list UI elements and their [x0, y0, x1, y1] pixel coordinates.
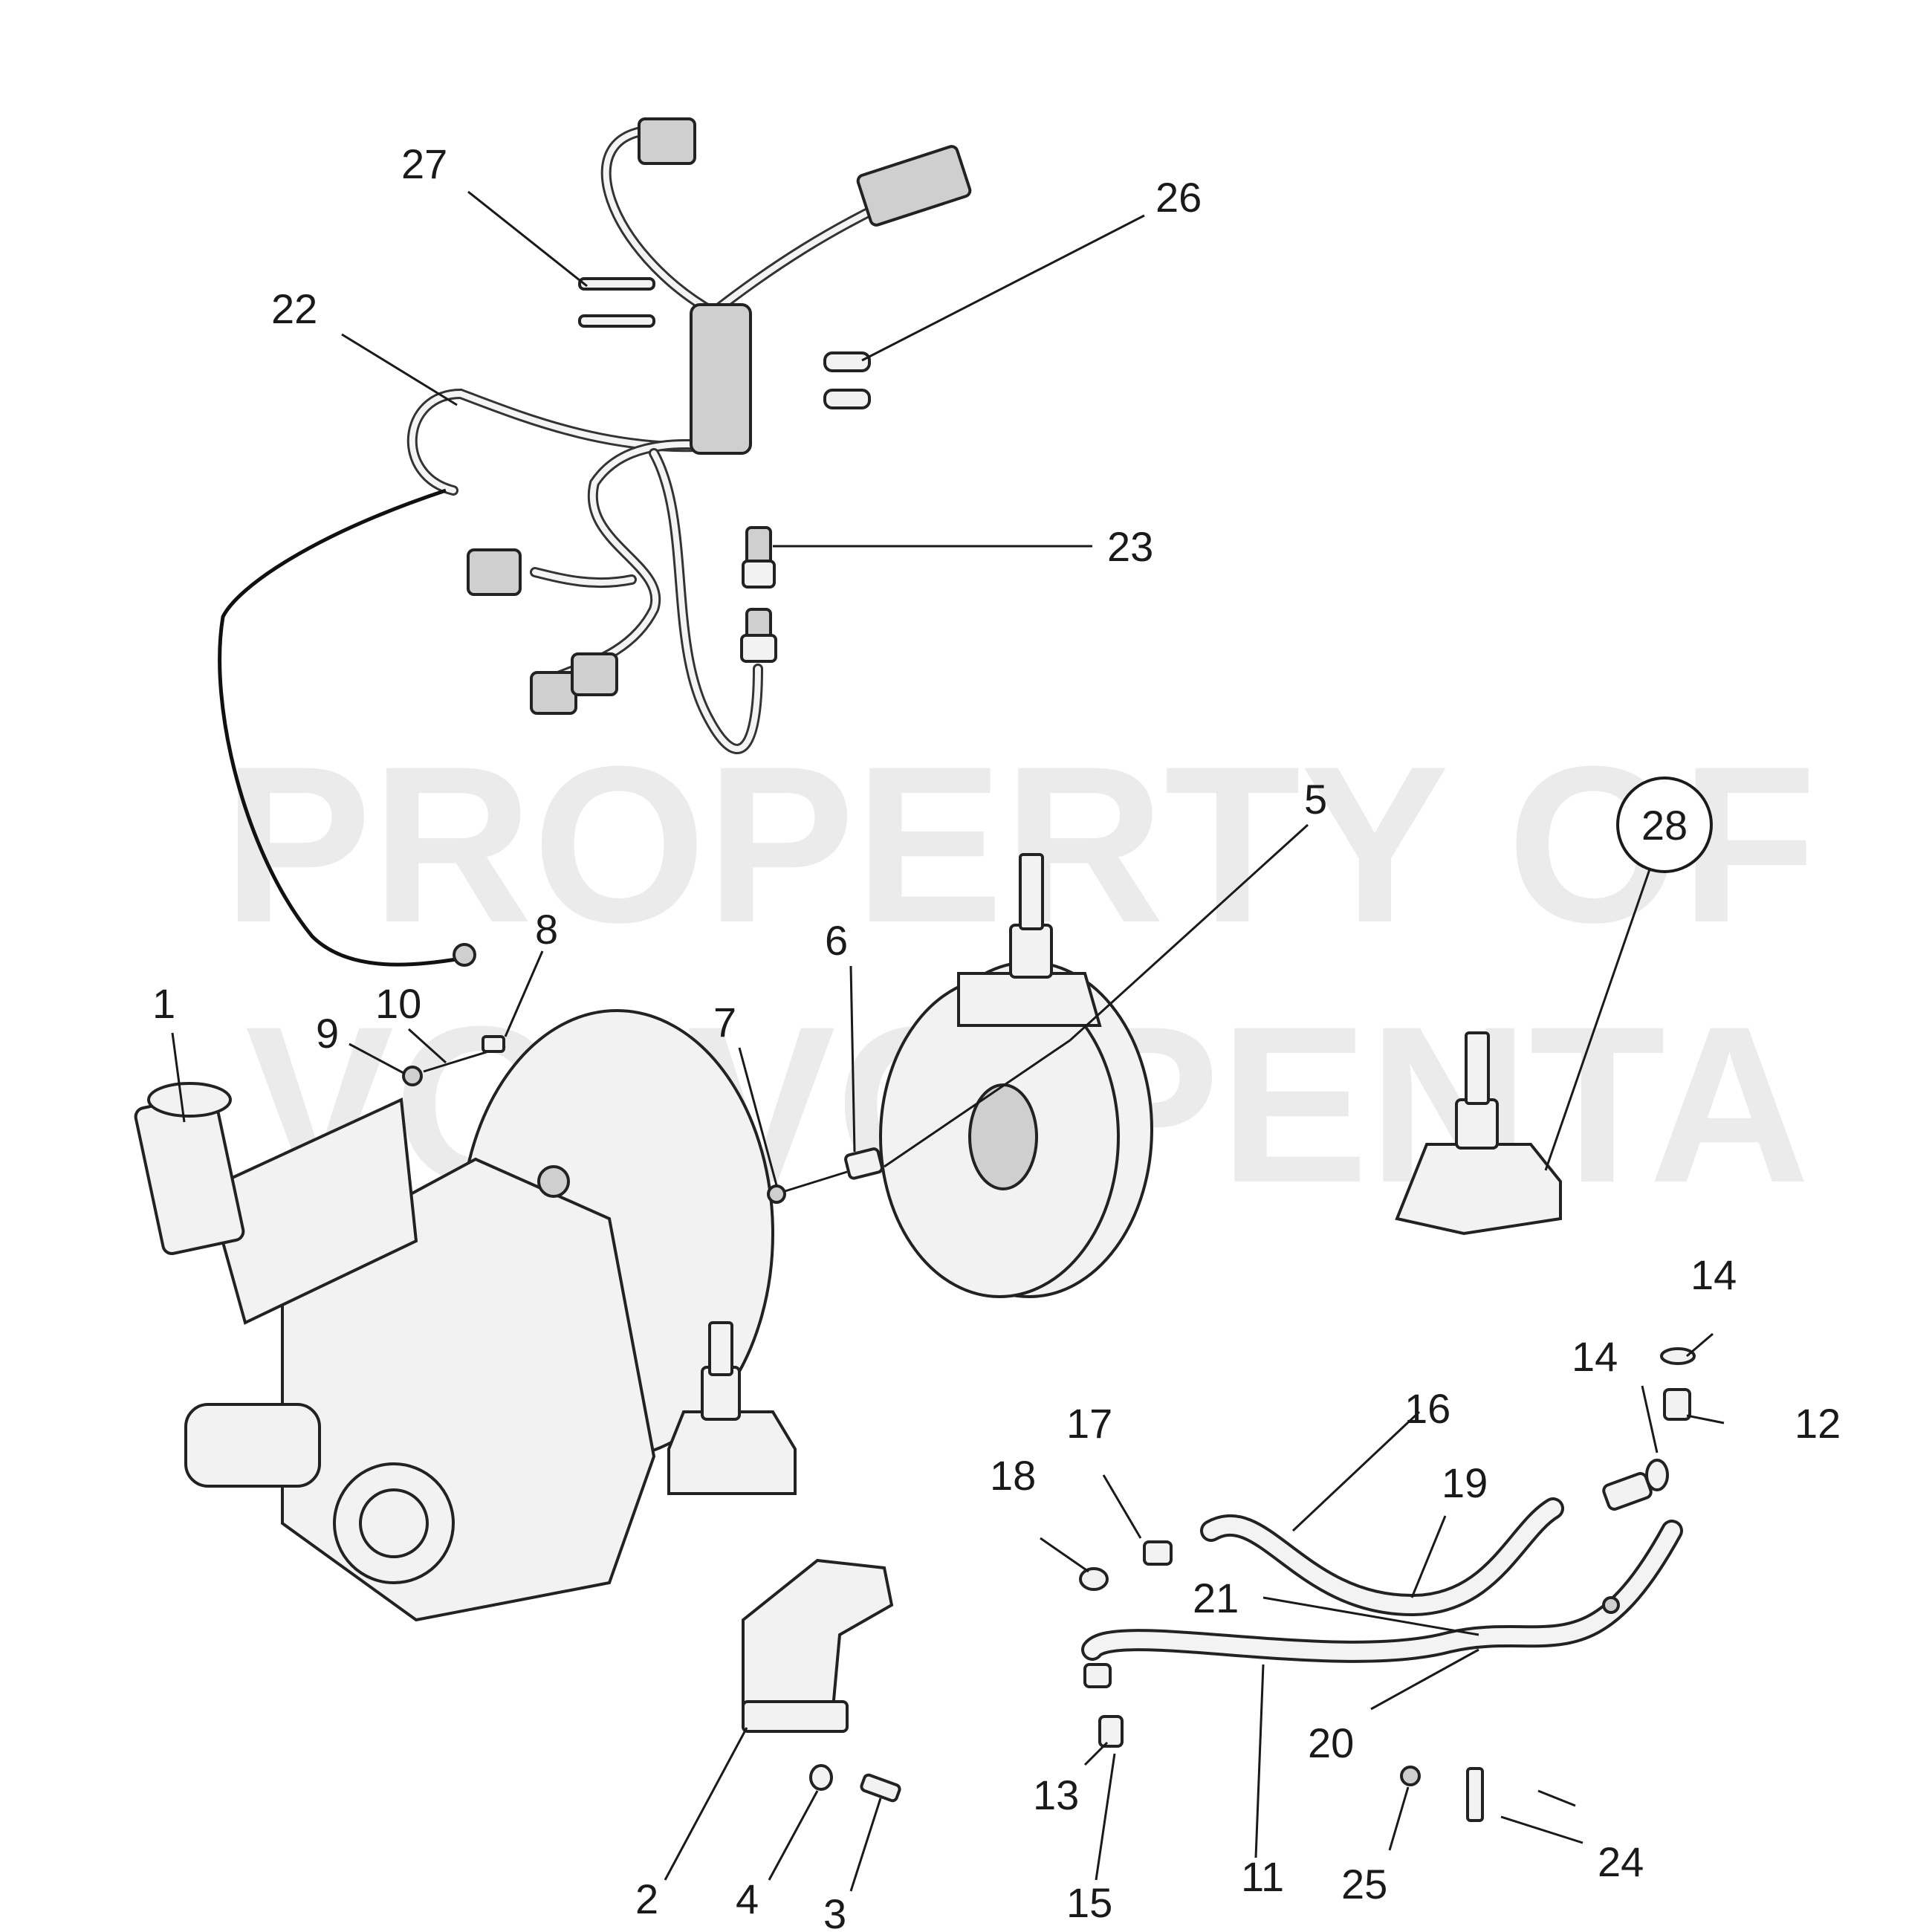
callout-19: 19 [1442, 1459, 1488, 1506]
callout-10: 10 [375, 980, 421, 1027]
gearbox-mount [667, 1410, 797, 1495]
gearbox-assembly [134, 1009, 797, 1622]
callout-8: 8 [535, 906, 558, 953]
callout-18: 18 [990, 1452, 1036, 1499]
callout-11: 11 [1241, 1853, 1284, 1900]
callout-26: 26 [1155, 174, 1202, 221]
callout-24: 24 [1598, 1838, 1644, 1885]
callout-13: 13 [1033, 1771, 1079, 1818]
support-bracket [742, 1558, 901, 1803]
harness-connector-left [467, 548, 522, 596]
callout-20: 20 [1308, 1719, 1354, 1766]
callout-22: 22 [271, 285, 317, 332]
leader-lines [171, 190, 1725, 1892]
engine-mount-28 [1395, 1031, 1562, 1236]
harness-connector-a [530, 671, 577, 715]
callout-15: 15 [1066, 1879, 1112, 1926]
callout-21: 21 [1193, 1575, 1239, 1621]
gearbox-oil-pump [184, 1403, 321, 1488]
harness-junction-block [690, 303, 752, 455]
callout-labels: 1 2 3 4 5 6 7 8 9 10 11 12 13 14 14 15 1… [152, 140, 1841, 1932]
callout-14b: 14 [1572, 1333, 1618, 1380]
harness-connector-top [638, 117, 696, 165]
callout-14a: 14 [1690, 1251, 1737, 1298]
flexible-coupling [879, 853, 1153, 1298]
callout-12: 12 [1795, 1400, 1841, 1447]
small-fasteners-8-9-10 [402, 1035, 506, 1086]
harness-pins [578, 277, 871, 409]
wiring-harness [218, 117, 972, 967]
callout-7: 7 [713, 999, 736, 1046]
callout-23: 23 [1107, 523, 1153, 570]
harness-main-plug [856, 145, 972, 227]
callout-2: 2 [635, 1876, 658, 1922]
callout-25: 25 [1341, 1861, 1387, 1907]
callout-28: 28 [1641, 802, 1688, 849]
callout-1: 1 [152, 980, 175, 1027]
oil-hoses [1079, 1347, 1696, 1822]
callout-28-circle [1616, 777, 1713, 873]
harness-ground-eyelet [453, 943, 476, 967]
callout-6: 6 [825, 917, 848, 964]
coupling-bolt-6-7 [767, 1147, 884, 1204]
sensor-23 [740, 526, 777, 663]
callout-9: 9 [316, 1010, 339, 1057]
callout-17: 17 [1066, 1400, 1112, 1447]
harness-connector-b [571, 652, 618, 696]
callout-5: 5 [1304, 776, 1327, 823]
callout-3: 3 [823, 1890, 846, 1932]
callout-27: 27 [401, 140, 447, 187]
callout-16: 16 [1404, 1385, 1450, 1432]
callout-4: 4 [736, 1876, 759, 1922]
gearbox-valve-block [206, 1098, 418, 1325]
